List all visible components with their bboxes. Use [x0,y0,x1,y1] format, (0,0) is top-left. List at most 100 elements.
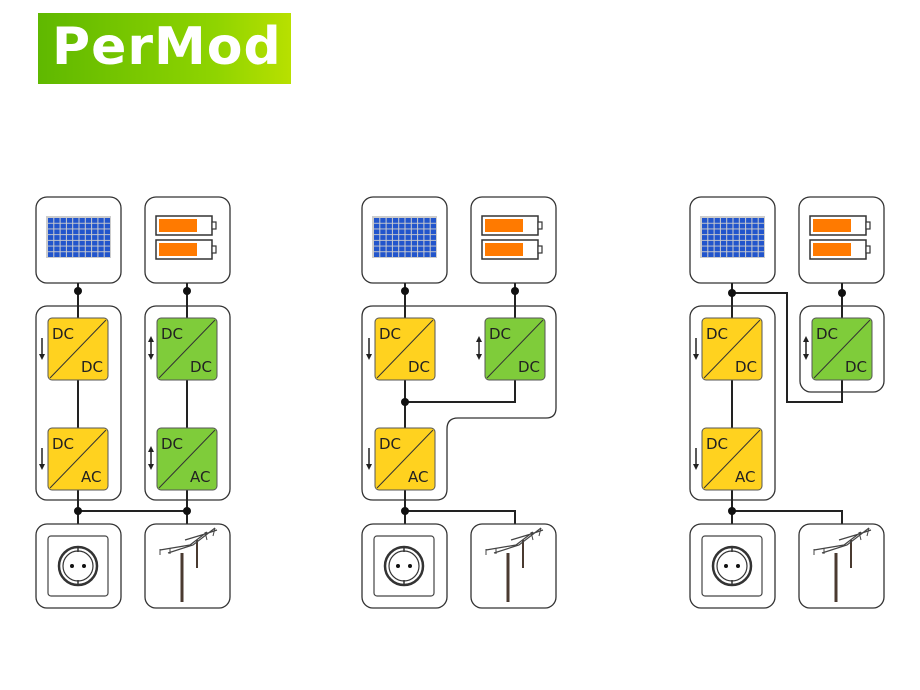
battery-terminal [211,245,217,254]
solar-cell [752,240,758,246]
solar-cell [60,240,66,246]
junction-dot [401,507,409,515]
solar-cell [79,252,85,257]
solar-cell [727,252,733,257]
solar-cell [54,223,60,229]
insulators [485,527,542,555]
arrow-head [39,464,45,470]
solar-cell [405,235,411,240]
solar-cell [739,246,746,252]
solar-cell [60,235,66,240]
down-arrow-icon [693,338,699,360]
solar-cell [79,235,85,240]
solar-cell [708,218,714,223]
socket-hole [724,564,728,568]
converter-output-label: AC [735,468,755,486]
junction-dot [511,287,519,295]
grid-box [798,523,885,609]
solar-cell [85,246,92,252]
solar-cell [399,240,405,246]
solar-cell [392,246,399,252]
arrow-head [148,464,154,470]
solar-cell [374,246,380,252]
solar-cell [752,218,758,223]
solar-cell [79,240,85,246]
converter-input-label: DC [379,325,401,343]
solar-cell [104,240,110,246]
battery-icon [481,239,543,260]
solar-cell [424,246,430,252]
solar-cell [758,229,764,235]
solar-cell [104,246,110,252]
solar-cell [85,235,92,240]
socket-hole [82,564,86,568]
solar-cell [386,252,392,257]
junction-dot [401,287,409,295]
solar-cell [374,223,380,229]
solar-cell [48,246,54,252]
junction-dot [183,287,191,295]
solar-cell [702,246,708,252]
solar-cell [758,235,764,240]
converter-input-label: DC [379,435,401,453]
solar-cell [727,235,733,240]
solar-cell [380,235,386,240]
solar-cell [733,246,739,252]
converter-input-label: DC [161,435,183,453]
solar-cell [424,229,430,235]
solar-cell [752,252,758,257]
solar-cell [733,218,739,223]
solar-cell [66,240,73,246]
solar-cell [746,229,752,235]
solar-cell [98,218,104,223]
solar-cell [60,246,66,252]
solar-cell [79,218,85,223]
solar-cell [720,246,727,252]
battery-charge-fill [159,243,197,256]
down-arrow-icon [366,338,372,360]
solar-cell [405,246,411,252]
solar-cell [430,223,436,229]
converter-input-label: DC [706,435,728,453]
battery-charge-fill [159,219,197,232]
solar-cell [418,246,424,252]
socket-hole [396,564,400,568]
solar-cell [405,223,411,229]
solar-cell [399,229,405,235]
converter-diagonal [158,319,216,379]
solar-cell [380,246,386,252]
junction-dot [838,289,846,297]
converter-input-label: DC [816,325,838,343]
solar-cell [739,235,746,240]
arrow-head [803,336,809,342]
converter-diagonal [49,319,107,379]
solar-cell [424,218,430,223]
converter-diagonal [376,429,434,489]
solar-cell [48,235,54,240]
solar-cell [66,252,73,257]
solar-cell [60,223,66,229]
solar-cell [374,252,380,257]
solar-cell [411,218,418,223]
solar-cell [73,223,79,229]
converter-diagonal [813,319,871,379]
solar-cell [714,252,720,257]
arrow-head [803,354,809,360]
solar-cell [386,229,392,235]
solar-cell [392,235,399,240]
converter-diagonal [158,429,216,489]
solar-cell [54,235,60,240]
solar-cell [92,246,98,252]
solar-cell [418,240,424,246]
solar-cell [79,246,85,252]
solar-cell [702,223,708,229]
solar-cell [714,218,720,223]
solar-cell [746,240,752,246]
solar-cell [411,246,418,252]
solar-cell [720,235,727,240]
converter-output-label: DC [735,358,757,376]
solar-cell [702,218,708,223]
